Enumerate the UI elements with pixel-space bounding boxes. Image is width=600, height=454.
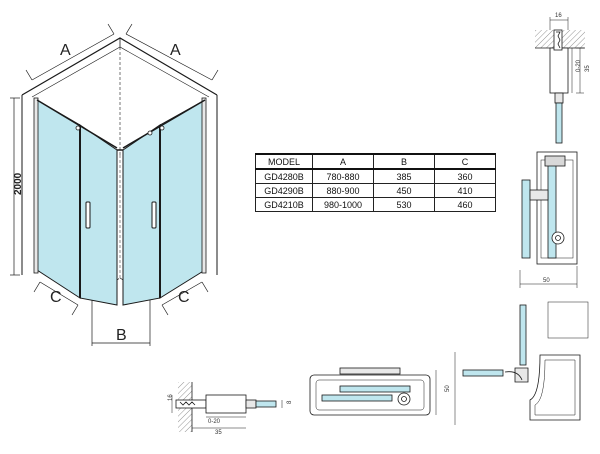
wall-top-outline [21,37,218,96]
dim-c-left-label: C [50,289,62,306]
bottom-profile-height: 8 [287,400,293,404]
header-b: B [373,153,435,170]
door-section-height: 50 [445,385,451,392]
cell-c: 360 [434,168,496,184]
bottom-profile-depth: 35 [215,430,222,436]
header-c: C [434,153,496,170]
cell-a: 980-1000 [312,197,374,212]
cell-b: 530 [373,197,435,212]
table-header-row: MODEL A B C [255,153,496,170]
corner-profile-detail [454,301,589,425]
model-spec-table: MODEL A B C GD4280B 780-880 385 360 GD42… [255,153,496,212]
right-fixed-panel [159,99,206,299]
cell-b: 450 [373,183,435,198]
header-a: A [312,153,374,170]
cell-c: 410 [434,183,496,198]
dim-c-right-label: C [178,289,190,306]
door-bottom-section-detail [309,367,437,416]
bottom-profile-width: 16 [168,394,174,401]
wall-inner-outline [31,46,210,98]
main-dimensions [10,23,219,346]
dim-a-left-label: A [60,42,71,59]
cell-a: 780-880 [312,168,374,184]
top-profile-adjust: 0-20 [576,59,582,72]
right-door-handle [151,201,157,229]
dim-b-label: B [116,327,127,344]
bottom-profile-adjust: 0-20 [208,419,221,425]
table-row: GD4210B 980-1000 530 460 [255,197,496,212]
dim-height-label: 2000 [13,172,24,195]
table-row: GD4290B 880-900 450 410 [255,183,496,198]
cell-b: 385 [373,168,435,184]
cell-c: 460 [434,197,496,212]
cell-model: GD4210B [255,197,313,212]
wall-profile-bottom-detail [171,382,283,432]
dim-a-right-label: A [170,42,181,59]
shower-enclosure-view [21,37,218,306]
cell-model: GD4280B [255,168,313,184]
top-profile-depth: 35 [585,65,591,72]
top-profile-width: 16 [555,13,562,19]
cell-model: GD4290B [255,183,313,198]
left-door-handle [85,201,91,229]
header-model: MODEL [255,153,313,170]
table-row: GD4280B 780-880 385 360 [255,168,496,184]
wall-profile-top-detail [535,17,585,144]
left-fixed-panel [36,99,81,299]
handle-section-width: 50 [543,278,550,284]
cell-a: 880-900 [312,183,374,198]
handle-section-detail [519,151,578,288]
